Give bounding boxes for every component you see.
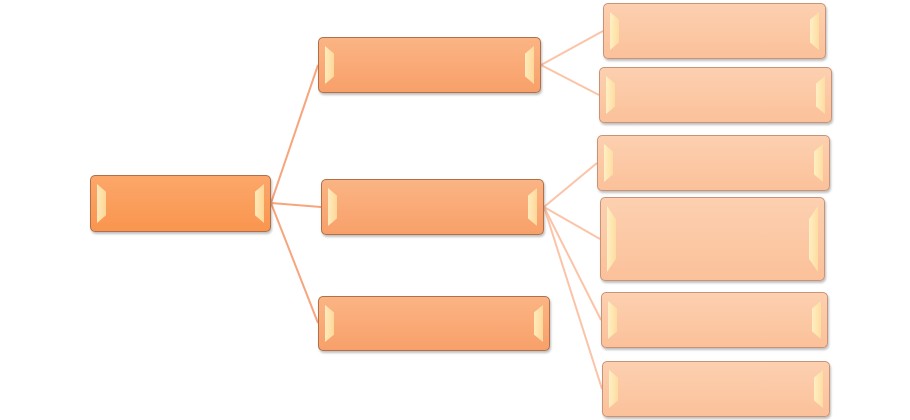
link-root-c (270, 202, 319, 324)
level1-node-b[interactable] (321, 179, 544, 235)
link-root-a (270, 64, 319, 204)
link-a-1 (540, 30, 604, 66)
level2-node-b3[interactable] (601, 292, 828, 348)
level1-node-c[interactable] (318, 296, 550, 351)
root-node[interactable] (90, 175, 271, 232)
level2-node-b4[interactable] (602, 361, 830, 417)
link-b-2 (543, 206, 601, 240)
link-root-b (270, 202, 322, 208)
level2-node-b2[interactable] (600, 197, 825, 281)
link-b-3 (543, 206, 602, 321)
level1-node-a[interactable] (318, 37, 541, 93)
level2-node-a2[interactable] (599, 67, 832, 123)
link-b-4 (543, 206, 603, 390)
level2-node-a1[interactable] (603, 3, 826, 59)
link-a-2 (540, 64, 600, 96)
link-b-1 (543, 162, 598, 208)
level2-node-b1[interactable] (597, 135, 830, 191)
